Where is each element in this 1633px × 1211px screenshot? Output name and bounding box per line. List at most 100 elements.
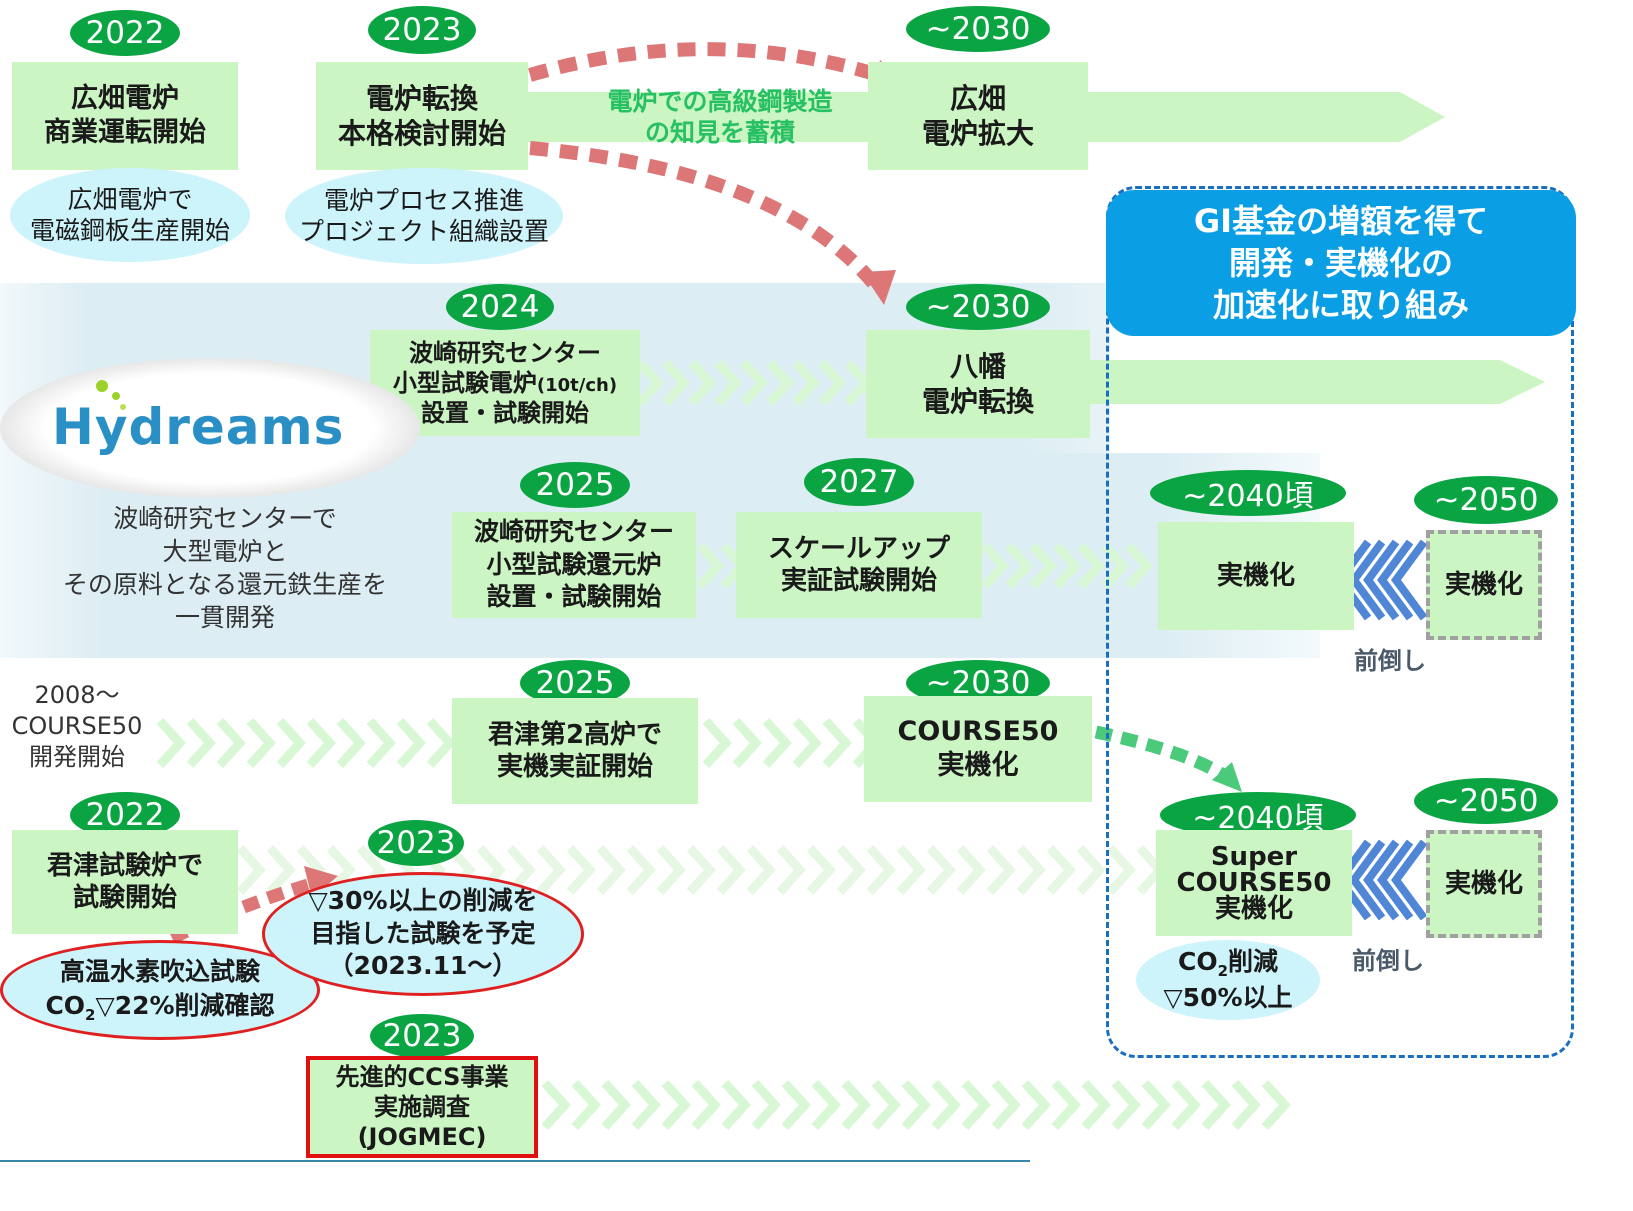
hasaki-test-eaf-line2: 小型試験電炉(10t/ch)	[392, 369, 618, 397]
row4-chevron-b-icon	[792, 717, 822, 769]
hirohata-expansion-box: 広畑 電炉拡大	[868, 62, 1088, 170]
bottom-rule	[0, 1160, 1030, 1162]
row6-chevron-icon	[1261, 1079, 1291, 1131]
hydrogen-injection-oval: 高温水素吹込試験 CO2▽22%削減確認	[0, 940, 320, 1040]
row3-chevron-a-icon	[696, 542, 725, 590]
row6-chevron-icon	[751, 1079, 781, 1131]
row4-chevron-a-icon	[216, 717, 246, 769]
row3-chevron-b-icon	[1053, 542, 1082, 590]
row2-chevron-icon	[662, 359, 691, 407]
green-arrow-head	[1212, 762, 1242, 792]
hasaki-reduction-furnace-box: 波崎研究センター 小型試験還元炉 設置・試験開始	[452, 512, 696, 618]
year-badge-2025-row3: 2025	[520, 462, 630, 508]
row3-chevron-b-icon	[1005, 542, 1034, 590]
row4-chevron-a-icon	[276, 717, 306, 769]
row4-chevron-b-icon	[732, 717, 762, 769]
row4-chevron-a-icon	[426, 717, 456, 769]
row5-chevron-icon	[566, 844, 596, 896]
red-arrow-to-2023-test	[169, 875, 320, 944]
row5-chevron-icon	[236, 844, 266, 896]
gi-fund-frame	[1106, 186, 1574, 1058]
row3-chevron-b-icon	[1077, 542, 1106, 590]
row2-chevron-icon	[636, 359, 665, 407]
capacity-label: (10t/ch)	[536, 375, 618, 396]
row6-chevron-icon	[571, 1079, 601, 1131]
row4-chevron-a-icon	[186, 717, 216, 769]
row6-chevron-icon	[931, 1079, 961, 1131]
row6-chevron-icon	[811, 1079, 841, 1131]
yawata-eaf-box: 八幡 電炉転換	[866, 330, 1090, 438]
row6-chevron-icon	[601, 1079, 631, 1131]
course50-start-label: 2008～ COURSE50 開発開始	[11, 681, 143, 772]
year-badge-2023-row6: 2023	[370, 1014, 474, 1058]
hydreams-dots-icon-3	[120, 404, 126, 410]
knowledge-arrow-label: 電炉での高級鋼製造 の知見を蓄積	[607, 87, 833, 148]
year-badge-2023-row1: 2023	[368, 6, 476, 54]
co2-50-line2: ▽50%以上	[1163, 982, 1293, 1012]
row6-chevron-icon	[661, 1079, 691, 1131]
row6-chevron-icon	[631, 1079, 661, 1131]
row5-chevron-icon	[1076, 844, 1106, 896]
hydreams-dots-icon-2	[112, 392, 120, 400]
ccs-survey-box: 先進的CCS事業 実施調査 (JOGMEC)	[306, 1056, 538, 1158]
year-badge-2050-row3: ~2050	[1414, 476, 1558, 524]
row5-chevron-icon	[806, 844, 836, 896]
eaf-project-oval: 電炉プロセス推進 プロジェクト組織設置	[285, 168, 563, 264]
row2-chevron-icon	[844, 359, 873, 407]
kimitsu-bf2-box: 君津第2高炉で 実機実証開始	[452, 698, 698, 804]
row5-chevron-icon	[1106, 844, 1136, 896]
row5-chevron-icon	[626, 844, 656, 896]
row5-chevron-icon	[986, 844, 1016, 896]
row5-chevron-icon	[746, 844, 776, 896]
row5-chevron-icon	[716, 844, 746, 896]
row6-chevron-icon	[871, 1079, 901, 1131]
row4-chevron-b-icon	[762, 717, 792, 769]
advance-row3-chevron-icon	[1349, 539, 1386, 621]
row6-chevron-icon	[1171, 1079, 1201, 1131]
row2-chevron-icon	[740, 359, 769, 407]
row2-chevron-icon	[766, 359, 795, 407]
row4-chevron-a-icon	[366, 717, 396, 769]
year-badge-2024: 2024	[446, 284, 554, 330]
row2-chevron-icon	[688, 359, 717, 407]
row5-chevron-icon	[926, 844, 956, 896]
row2-chevron-icon	[792, 359, 821, 407]
hydreams-logo: Hydreams	[0, 358, 420, 498]
advance-label-row3: 前倒し	[1354, 647, 1426, 675]
row5-chevron-icon	[836, 844, 866, 896]
hydrogen-injection-line1: 高温水素吹込試験	[59, 957, 260, 986]
scale-up-box: スケールアップ 実証試験開始	[736, 512, 982, 618]
row6-chevron-icon	[781, 1079, 811, 1131]
year-badge-2040-row3: ~2040頃	[1150, 470, 1346, 516]
advance-label-row4: 前倒し	[1352, 947, 1424, 975]
advance-row3-chevron-icon	[1363, 539, 1400, 621]
year-badge-2023-row5: 2023	[368, 820, 464, 866]
row5-chevron-icon	[536, 844, 566, 896]
hasaki-test-eaf-box: 波崎研究センター 小型試験電炉(10t/ch) 設置・試験開始	[370, 330, 640, 436]
hydreams-logo-text: Hydreams	[52, 398, 345, 456]
row5-chevron-icon	[1016, 844, 1046, 896]
row6-chevron-icon	[1081, 1079, 1111, 1131]
row6-chevron-icon	[1021, 1079, 1051, 1131]
row5-chevron-icon	[896, 844, 926, 896]
row4-chevron-a-icon	[246, 717, 276, 769]
advance-row4-chevron-icon	[1363, 839, 1400, 921]
hydreams-dots-icon	[96, 380, 108, 392]
course50-commercial-box: COURSE50 実機化	[864, 696, 1092, 802]
row6-chevron-icon	[1201, 1079, 1231, 1131]
row6-chevron-icon	[841, 1079, 871, 1131]
row4-chevron-a-icon	[306, 717, 336, 769]
eaf-conversion-box: 電炉転換 本格検討開始	[316, 62, 528, 170]
year-badge-2027: 2027	[804, 458, 914, 506]
row2-chevron-icon	[714, 359, 743, 407]
row6-chevron-icon	[1051, 1079, 1081, 1131]
year-badge-2050-row4: ~2050	[1414, 778, 1558, 824]
super-course50-box: Super COURSE50 実機化	[1156, 830, 1352, 936]
advance-row4-chevron-icon	[1377, 839, 1414, 921]
co2-50-line1: CO2削減	[1177, 947, 1279, 980]
row4-chevron-b-icon	[822, 717, 852, 769]
row6-chevron-icon	[541, 1079, 571, 1131]
green-arrow-to-super	[1094, 725, 1232, 784]
hydreams-2050-box: 実機化	[1426, 530, 1542, 640]
row4-chevron-a-icon	[396, 717, 426, 769]
